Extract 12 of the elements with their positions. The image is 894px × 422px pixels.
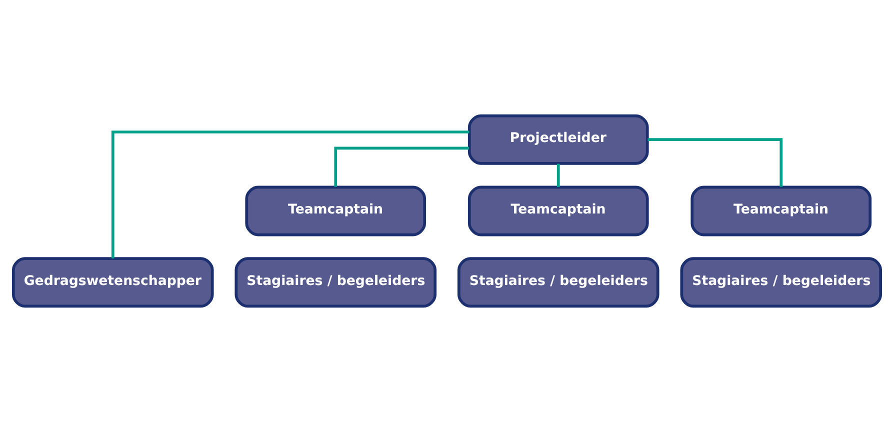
node-box: Stagiaires / begeleiders bbox=[234, 257, 437, 308]
node-box: Teamcaptain bbox=[245, 186, 426, 236]
node-box: Projectleider bbox=[468, 114, 649, 165]
connector bbox=[334, 146, 470, 187]
node-box: Stagiaires / begeleiders bbox=[457, 257, 660, 308]
node-box: Stagiaires / begeleiders bbox=[680, 257, 882, 308]
connector bbox=[556, 164, 560, 188]
node-box: Teamcaptain bbox=[690, 186, 872, 236]
connector bbox=[648, 138, 783, 187]
connector bbox=[111, 130, 470, 259]
node-box: Gedragswetenschapper bbox=[12, 257, 214, 308]
node-box: Teamcaptain bbox=[468, 186, 649, 236]
